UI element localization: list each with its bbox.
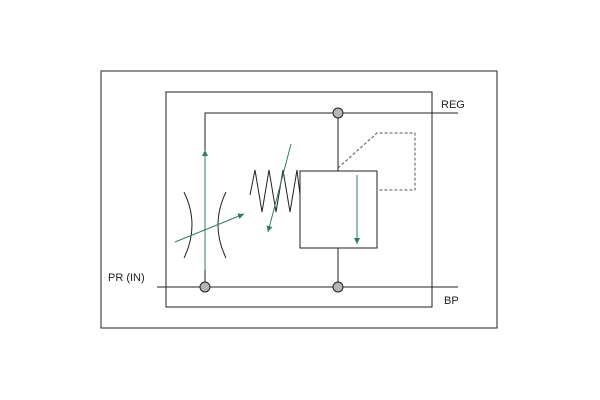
junction-node-inlet <box>199 281 211 293</box>
pilot-dashed-line <box>337 132 416 191</box>
reg-port-label: REG <box>441 99 465 111</box>
inner-housing <box>165 91 433 308</box>
spring-icon <box>249 169 301 213</box>
pr-in-port-label: PR (IN) <box>108 272 145 284</box>
spring-adjust-arrow <box>266 143 292 233</box>
junction-node-bp <box>332 281 344 293</box>
outer-frame <box>100 70 498 329</box>
valve-body <box>299 170 378 249</box>
bp-port-label: BP <box>444 295 459 307</box>
orifice-adjust-arrow <box>174 213 245 243</box>
junction-node-reg <box>332 107 344 119</box>
orifice-right-arc-icon <box>217 191 227 259</box>
orifice-left-arc-icon <box>183 191 193 259</box>
